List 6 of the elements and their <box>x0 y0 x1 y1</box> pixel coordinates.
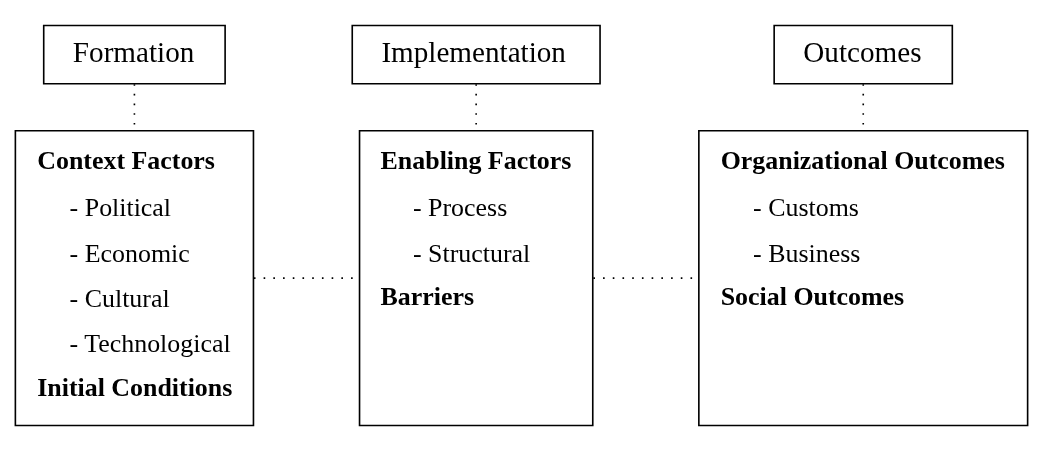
node-box: Organizational Outcomes - Customs - Business Social Outcomes <box>698 129 1029 426</box>
node-box: Enabling Factors - Process - Structural Barriers <box>358 129 594 426</box>
node-box: Outcomes <box>773 24 954 85</box>
node-box: Context Factors - Political - Economic - Cultural - Technological Initial Conditions <box>14 129 255 426</box>
node-box: Formation <box>42 24 226 85</box>
node-box: Implementation <box>351 24 601 85</box>
